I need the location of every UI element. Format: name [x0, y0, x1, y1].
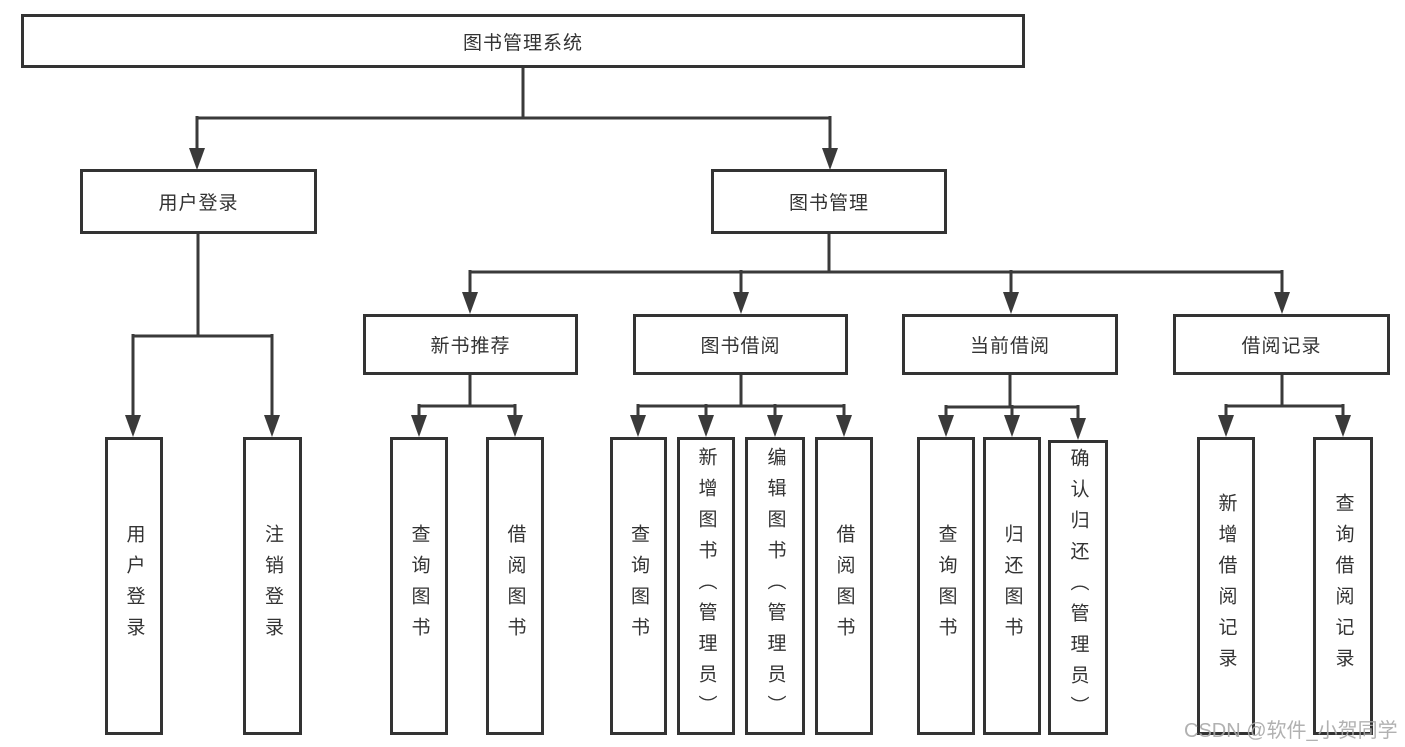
edge-user-login-to-children [125, 234, 280, 437]
leaf-rec-query-books: 查询图书 [390, 437, 448, 735]
node-root-system-label: 图书管理系统 [462, 32, 583, 54]
leaf-rec-borrow-books: 借阅图书 [486, 437, 544, 735]
leaf-br-query-record: 查询借阅记录 [1313, 437, 1373, 735]
leaf-cb-query-books-label: 查询图书 [935, 524, 957, 648]
node-book-borrow-label: 图书借阅 [700, 336, 781, 357]
edge-new-book-rec-to-children [411, 375, 523, 437]
leaf-cb-confirm-return: 确认归还（管理员） [1048, 440, 1108, 735]
leaf-br-add-record-label: 新增借阅记录 [1215, 493, 1237, 679]
node-current-borrow: 当前借阅 [902, 314, 1118, 375]
node-user-login: 用户登录 [80, 169, 317, 234]
leaf-logout-label: 注销登录 [262, 524, 283, 648]
leaf-cb-return-books: 归还图书 [983, 437, 1041, 735]
node-new-book-rec-label: 新书推荐 [430, 336, 511, 357]
node-book-mgmt-label: 图书管理 [788, 193, 869, 214]
edge-root-to-level1 [189, 68, 838, 170]
leaf-cb-return-books-label: 归还图书 [1001, 524, 1023, 648]
leaf-cb-query-books: 查询图书 [917, 437, 975, 735]
edge-borrow-records-to-children [1218, 375, 1351, 437]
node-user-login-label: 用户登录 [158, 193, 239, 214]
node-current-borrow-label: 当前借阅 [969, 336, 1050, 357]
leaf-cb-confirm-return-label: 确认归还（管理员） [1067, 448, 1089, 727]
leaf-br-query-record-label: 查询借阅记录 [1332, 493, 1354, 679]
node-root-system: 图书管理系统 [21, 14, 1025, 68]
leaf-bb-add-books-label: 新增图书（管理员） [695, 446, 717, 726]
edge-current-borrow-to-children [938, 375, 1086, 440]
leaf-user-login: 用户登录 [105, 437, 163, 735]
node-new-book-rec: 新书推荐 [363, 314, 578, 375]
edge-book-borrow-to-children [630, 375, 852, 437]
leaf-rec-borrow-books-label: 借阅图书 [504, 524, 526, 648]
leaf-rec-query-books-label: 查询图书 [408, 524, 430, 648]
node-borrow-records: 借阅记录 [1173, 314, 1390, 375]
leaf-bb-add-books: 新增图书（管理员） [677, 437, 735, 735]
csdn-watermark: CSDN @软件_小贺同学 [1184, 720, 1398, 742]
leaf-logout: 注销登录 [243, 437, 302, 735]
leaf-bb-query-books: 查询图书 [610, 437, 667, 735]
leaf-bb-edit-books-label: 编辑图书（管理员） [764, 446, 786, 726]
node-book-mgmt: 图书管理 [711, 169, 947, 234]
edge-book-mgmt-to-children [462, 234, 1290, 314]
leaf-bb-borrow-books: 借阅图书 [815, 437, 873, 735]
leaf-bb-query-books-label: 查询图书 [628, 524, 649, 648]
leaf-bb-edit-books: 编辑图书（管理员） [745, 437, 805, 735]
leaf-bb-borrow-books-label: 借阅图书 [833, 524, 855, 648]
leaf-user-login-label: 用户登录 [123, 524, 145, 648]
leaf-br-add-record: 新增借阅记录 [1197, 437, 1255, 735]
node-borrow-records-label: 借阅记录 [1241, 336, 1322, 357]
node-book-borrow: 图书借阅 [633, 314, 848, 375]
